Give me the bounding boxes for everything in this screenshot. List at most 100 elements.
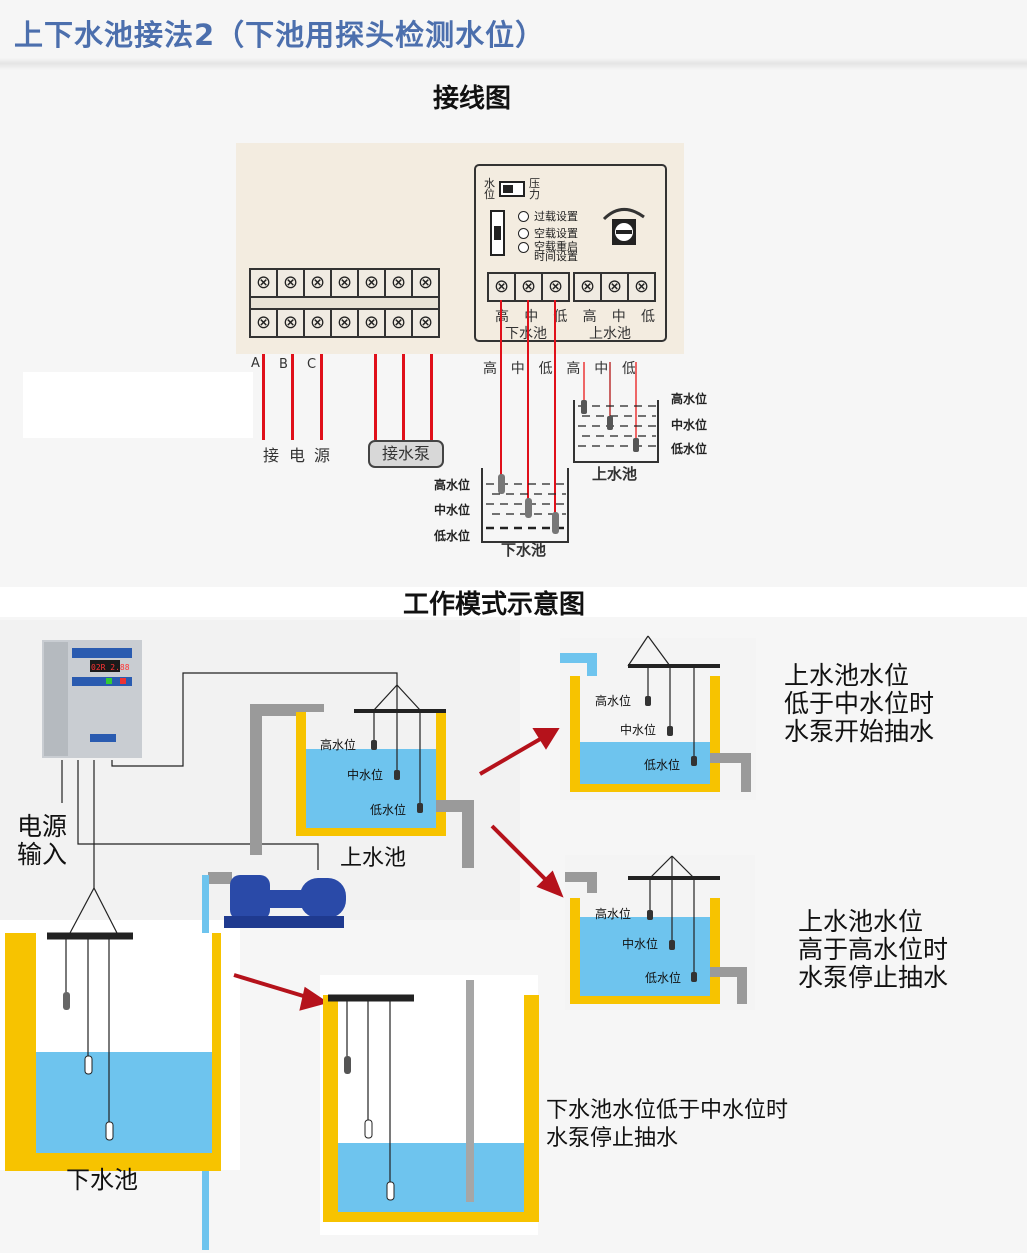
terminal-screw: ⊗ bbox=[278, 310, 305, 336]
s2-level-low: 低水位 bbox=[645, 971, 682, 985]
terminal-screw: ⊗ bbox=[575, 274, 602, 300]
upper-tank-level-low: 低水位 bbox=[370, 803, 407, 817]
controller-display: 02R 2.88 bbox=[91, 663, 130, 672]
probe-label: 低 bbox=[621, 361, 636, 377]
screw-icon: ⊗ bbox=[309, 272, 326, 293]
upper-level-mid: 中水位 bbox=[671, 418, 708, 432]
scenario-3-description: 下水池水位低于中水位时 水泵停止抽水 bbox=[546, 1097, 788, 1153]
terminal-row-top: ⊗ ⊗ ⊗ ⊗ ⊗ ⊗ ⊗ bbox=[249, 268, 440, 298]
wire-pump-3 bbox=[430, 354, 433, 440]
radio-icon bbox=[518, 242, 529, 253]
screw-icon: ⊗ bbox=[520, 276, 537, 297]
terminal-screw: ⊗ bbox=[332, 270, 359, 296]
lower-tank-caption: 下水池 bbox=[66, 1166, 138, 1194]
terminal-screw: ⊗ bbox=[629, 274, 654, 300]
power-pump-terminal-block: ⊗⊗⊗⊗⊗⊗⊗ ⊗⊗⊗⊗⊗⊗⊗ bbox=[249, 268, 440, 338]
terminal-label: 高 bbox=[582, 309, 597, 325]
upper-probe-mid bbox=[607, 416, 613, 430]
settings-list: 过载设置 空载设置 空载重启时间设置 bbox=[518, 208, 578, 264]
upper-tank-level-high: 高水位 bbox=[320, 738, 357, 752]
upper-level-low: 低水位 bbox=[671, 442, 708, 456]
terminal-screw: ⊗ bbox=[278, 270, 305, 296]
phase-label-a: A bbox=[251, 356, 260, 371]
s1-level-mid: 中水位 bbox=[620, 723, 657, 737]
phase-label-c: C bbox=[307, 357, 317, 372]
group-label-upper-tank: 上水池 bbox=[589, 326, 631, 342]
s3-text-line: 水泵停止抽水 bbox=[546, 1126, 679, 1151]
terminal-screw: ⊗ bbox=[602, 274, 629, 300]
blank-label-area bbox=[23, 372, 253, 438]
screw-icon: ⊗ bbox=[282, 272, 299, 293]
wire-pump-2 bbox=[402, 354, 405, 440]
probe-label: 高 bbox=[566, 361, 581, 377]
terminal-screw: ⊗ bbox=[359, 310, 386, 336]
probe-labels: 高 中 低 高 中 低 bbox=[483, 358, 636, 378]
power-label-3: 源 bbox=[314, 446, 331, 465]
screw-icon: ⊗ bbox=[336, 272, 353, 293]
screw-icon: ⊗ bbox=[579, 276, 596, 297]
dip-switch[interactable] bbox=[490, 210, 505, 256]
screw-icon: ⊗ bbox=[390, 272, 407, 293]
setting-overload[interactable]: 过载设置 bbox=[518, 208, 578, 225]
lower-level-low: 低水位 bbox=[434, 529, 471, 543]
setting-restart-line1: 空载重启 bbox=[534, 240, 578, 253]
power-label-1: 接 bbox=[263, 446, 280, 465]
probe-label: 高 bbox=[483, 361, 497, 377]
screw-icon: ⊗ bbox=[309, 312, 326, 333]
wire-phase-c bbox=[320, 354, 323, 440]
lower-probe-high bbox=[498, 474, 505, 494]
probe-label: 低 bbox=[538, 361, 553, 377]
screw-icon: ⊗ bbox=[633, 276, 650, 297]
power-input-line2: 输入 bbox=[17, 840, 68, 869]
s2-text-line: 高于高水位时 bbox=[798, 935, 949, 964]
terminal-screw: ⊗ bbox=[386, 310, 413, 336]
screw-icon: ⊗ bbox=[606, 276, 623, 297]
power-input-label: 电源 输入 bbox=[17, 813, 67, 869]
terminal-divider bbox=[249, 298, 440, 308]
screw-icon: ⊗ bbox=[363, 272, 380, 293]
s1-text-line: 水泵开始抽水 bbox=[784, 717, 935, 746]
upper-probe-high bbox=[581, 400, 587, 414]
screw-icon: ⊗ bbox=[390, 312, 407, 333]
upper-tank-level-mid: 中水位 bbox=[347, 768, 384, 782]
screw-icon: ⊗ bbox=[417, 312, 434, 333]
pump-connection-label: 接水泵 bbox=[368, 440, 444, 468]
mode-switch[interactable] bbox=[499, 181, 525, 197]
page-title: 上下水池接法2（下池用探头检测水位） bbox=[14, 18, 546, 52]
upper-tank-label: 上水池 bbox=[592, 465, 638, 483]
screw-icon: ⊗ bbox=[417, 272, 434, 293]
work-mode-title: 工作模式示意图 bbox=[403, 590, 586, 620]
switch-label-water-level: 水位 bbox=[484, 177, 495, 201]
screw-icon: ⊗ bbox=[363, 312, 380, 333]
setting-dry-run[interactable]: 空载设置 bbox=[518, 225, 578, 242]
terminal-screw: ⊗ bbox=[386, 270, 413, 296]
terminal-screw: ⊗ bbox=[359, 270, 386, 296]
terminal-screw: ⊗ bbox=[332, 310, 359, 336]
lower-level-mid: 中水位 bbox=[434, 503, 471, 517]
adjust-knob[interactable] bbox=[600, 203, 650, 253]
terminal-screw: ⊗ bbox=[489, 274, 516, 300]
probe-terminals: ⊗ ⊗ ⊗ ⊗ ⊗ ⊗ bbox=[487, 272, 656, 302]
screw-icon: ⊗ bbox=[255, 272, 272, 293]
wiring-diagram-title: 接线图 bbox=[433, 84, 512, 114]
setting-restart-time[interactable]: 空载重启时间设置 bbox=[518, 240, 578, 264]
screw-icon: ⊗ bbox=[547, 276, 564, 297]
terminal-screw: ⊗ bbox=[543, 274, 568, 300]
title-divider bbox=[0, 58, 1027, 70]
lower-probe-mid bbox=[525, 498, 532, 518]
probe-label: 中 bbox=[510, 361, 525, 377]
radio-icon bbox=[518, 228, 529, 239]
terminal-screw: ⊗ bbox=[305, 270, 332, 296]
s2-level-mid: 中水位 bbox=[622, 937, 659, 951]
lower-level-high: 高水位 bbox=[434, 478, 471, 492]
controller-unit: 02R 2.88 bbox=[42, 640, 142, 758]
setting-restart-line2: 时间设置 bbox=[534, 250, 578, 263]
switch-label-pressure: 压力 bbox=[529, 177, 540, 201]
terminal-row-lower-tank: ⊗ ⊗ ⊗ bbox=[487, 272, 570, 302]
radio-icon bbox=[518, 211, 529, 222]
s1-text-line: 上水池水位 bbox=[784, 661, 910, 690]
terminal-screw: ⊗ bbox=[251, 270, 278, 296]
terminal-row-upper-tank: ⊗ ⊗ ⊗ bbox=[573, 272, 656, 302]
screw-icon: ⊗ bbox=[493, 276, 510, 297]
work-mode-diagram: 02R 2.88 bbox=[0, 620, 756, 1250]
